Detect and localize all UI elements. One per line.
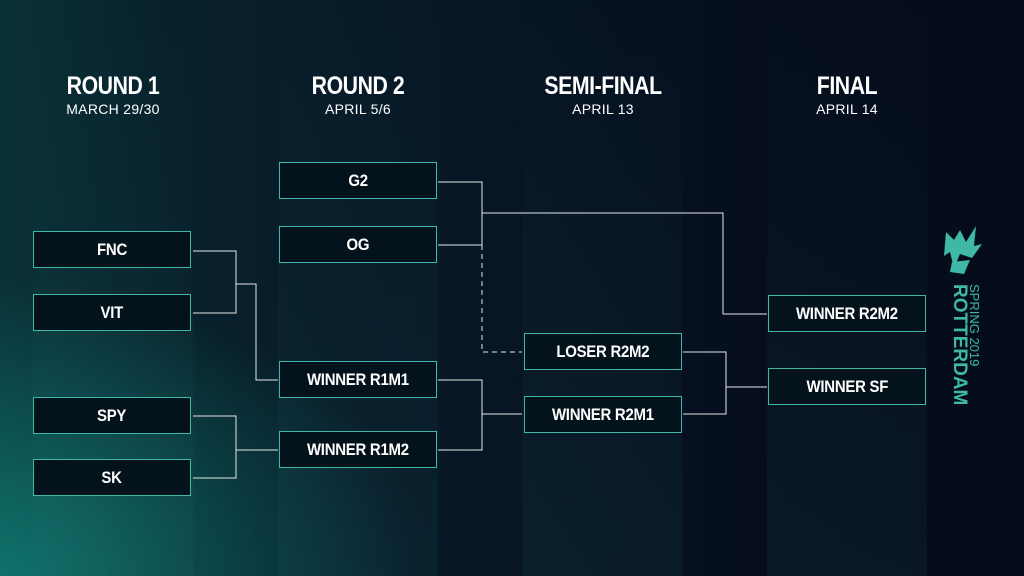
header-semifinal: SEMI-FINAL APRIL 13 — [503, 72, 703, 118]
logo-season-text: SPRING 2019 — [967, 284, 982, 366]
round-date: MARCH 29/30 — [66, 101, 160, 117]
match-box-g2: G2 — [279, 162, 437, 199]
round-title: ROUND 2 — [311, 72, 405, 100]
connector-r2m1 — [438, 379, 483, 451]
round-date: APRIL 14 — [816, 101, 878, 117]
match-box-winner-r1m1: WINNER R1M1 — [279, 361, 437, 398]
match-box-winner-r2m2: WINNER R2M2 — [768, 295, 926, 332]
match-box-sk: SK — [33, 459, 191, 496]
header-final: FINAL APRIL 14 — [747, 72, 947, 118]
match-box-og: OG — [279, 226, 437, 263]
team-label: WINNER R1M2 — [307, 439, 409, 459]
connector-r2m2 — [438, 181, 483, 246]
column-band-semifinal — [522, 0, 682, 576]
team-label: WINNER SF — [806, 376, 888, 396]
team-label: G2 — [348, 170, 368, 190]
match-box-fnc: FNC — [33, 231, 191, 268]
match-box-spy: SPY — [33, 397, 191, 434]
connector-r1m2 — [193, 415, 237, 479]
column-band-round2 — [278, 0, 438, 576]
round-title: FINAL — [816, 72, 878, 100]
match-box-winner-r2m1: WINNER R2M1 — [524, 396, 682, 433]
round-title: ROUND 1 — [66, 72, 160, 100]
match-box-vit: VIT — [33, 294, 191, 331]
logo-city-text: ROTTERDAM — [949, 284, 970, 405]
team-label: LOSER R2M2 — [556, 341, 650, 361]
connector-loser-dashed — [481, 245, 522, 353]
connector-r1m1-out — [236, 283, 278, 381]
connector-r2m2-out — [482, 212, 767, 315]
team-label: VIT — [100, 302, 124, 322]
header-round2: ROUND 2 APRIL 5/6 — [258, 72, 458, 118]
team-label: WINNER R2M2 — [796, 303, 898, 323]
column-band-final — [767, 0, 927, 576]
connector-r1m1 — [193, 250, 237, 314]
match-box-winner-sf: WINNER SF — [768, 368, 926, 405]
team-label: SK — [101, 467, 123, 487]
team-label: OG — [346, 234, 370, 254]
msi-logo-icon: ROTTERDAM SPRING 2019 — [944, 226, 982, 405]
match-box-loser-r2m2: LOSER R2M2 — [524, 333, 682, 370]
round-date: APRIL 5/6 — [325, 101, 391, 117]
team-label: WINNER R1M1 — [307, 369, 409, 389]
match-box-winner-r1m2: WINNER R1M2 — [279, 431, 437, 468]
team-label: SPY — [97, 405, 127, 425]
team-label: FNC — [97, 239, 127, 259]
team-label: WINNER R2M1 — [552, 404, 654, 424]
round-title: SEMI-FINAL — [544, 72, 662, 100]
header-round1: ROUND 1 MARCH 29/30 — [13, 72, 213, 118]
round-date: APRIL 13 — [572, 101, 634, 117]
connector-sf — [683, 351, 727, 415]
